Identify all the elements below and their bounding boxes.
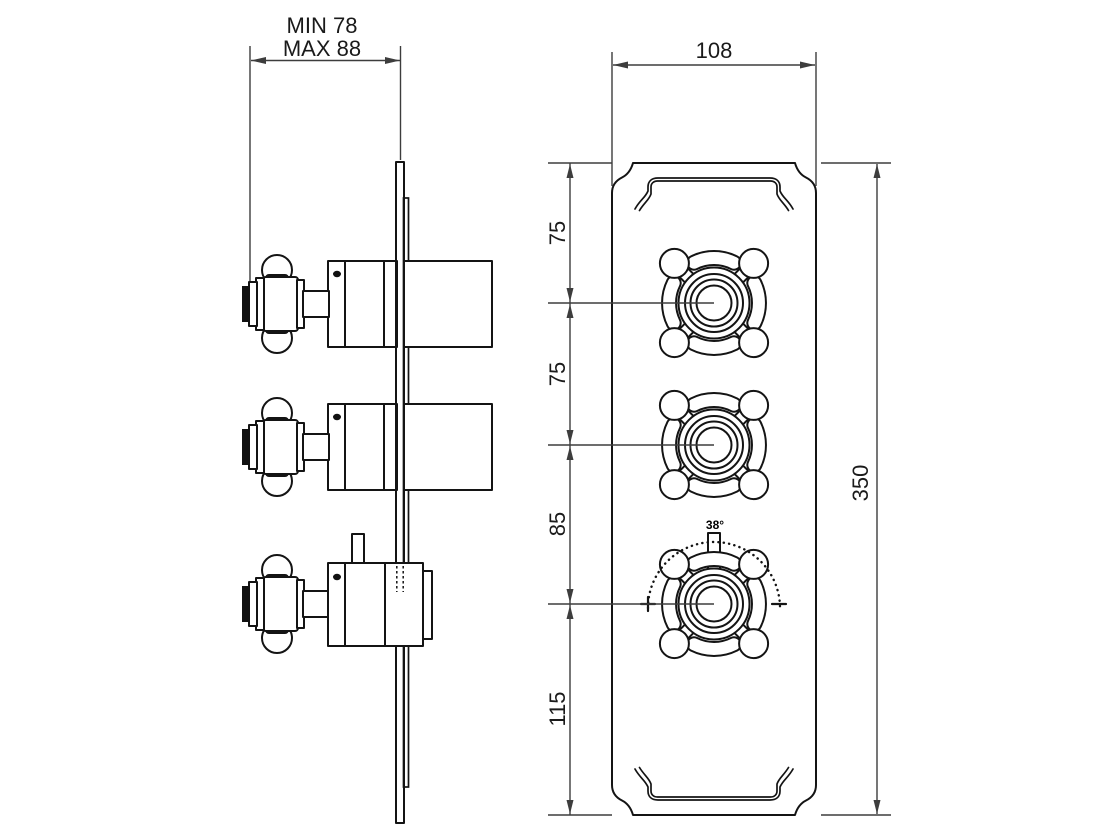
plate-decorative-border-top [634, 177, 794, 212]
valve1-escutcheon-body [327, 260, 493, 348]
dimension-spacing-chain: 75 75 85 115 [545, 162, 714, 816]
wall-plate-side [395, 161, 405, 824]
thermostat-cartridge-body [327, 562, 424, 647]
plate-width-label: 108 [696, 38, 733, 63]
spacing-75b-label: 75 [545, 362, 570, 386]
depth-max-label: MAX 88 [283, 36, 361, 61]
valve3-thermostat-side [241, 533, 433, 654]
spacing-85-label: 85 [545, 512, 570, 536]
plate-decorative-border-bottom [634, 766, 794, 801]
depth-min-label: MIN 78 [287, 13, 358, 38]
valve2-escutcheon-body [327, 403, 493, 491]
temperature-lever-side [351, 533, 365, 567]
side-view [241, 161, 493, 824]
spacing-115-label: 115 [545, 691, 570, 726]
cartridge-end-flange [422, 570, 433, 640]
rotation-range-arc [646, 540, 782, 610]
dimension-height: 350 [821, 162, 891, 816]
valve2-handle-side [241, 397, 330, 497]
screw-dot [333, 573, 341, 581]
valve3-handle-side [241, 554, 330, 654]
dimension-annotations: MIN 78 MAX 88 108 [249, 13, 891, 816]
temperature-label: 38° [706, 518, 724, 532]
valve1-handle-side [241, 254, 330, 354]
plate-height-label: 350 [848, 465, 873, 502]
dimension-depth: MIN 78 MAX 88 [249, 13, 402, 281]
front-view: 38° [611, 162, 817, 816]
spacing-75a-label: 75 [545, 221, 570, 245]
